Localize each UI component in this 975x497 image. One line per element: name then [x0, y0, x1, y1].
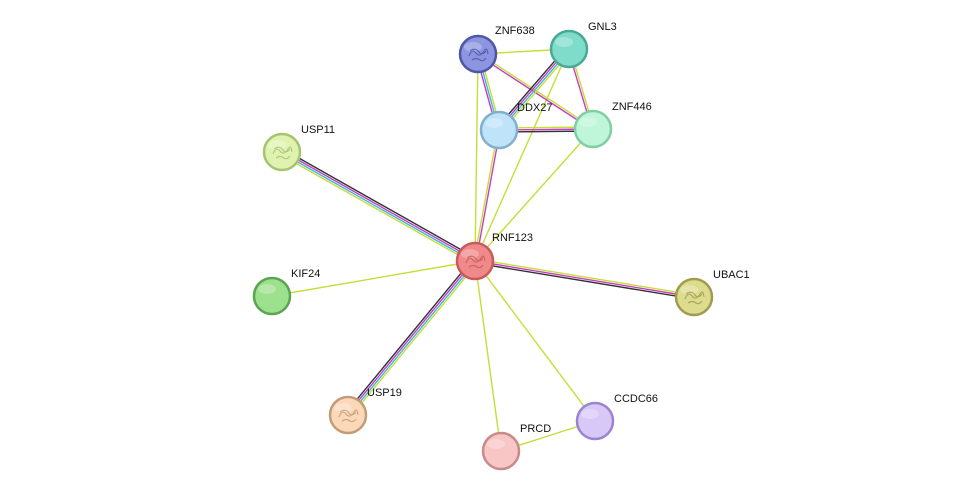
node-label: ZNF638 — [495, 25, 535, 37]
edge-evidence-line — [281, 152, 475, 263]
node-label: USP11 — [301, 124, 335, 136]
node-highlight — [555, 37, 573, 47]
edge-rnf123-prcd[interactable] — [474, 260, 502, 452]
node-highlight — [258, 284, 276, 294]
node-label: PRCD — [520, 423, 551, 435]
node-highlight — [334, 403, 352, 413]
node-usp19[interactable]: USP19 — [328, 387, 402, 435]
edge-rnf123-gnl3[interactable] — [474, 48, 570, 262]
node-ddx27[interactable]: DDX27 — [479, 102, 552, 150]
node-highlight — [680, 285, 698, 295]
edge-rnf123-ddx27[interactable] — [473, 129, 501, 262]
node-circle[interactable] — [262, 132, 302, 172]
protein-structure-icon — [465, 255, 486, 269]
node-label: RNF123 — [492, 232, 533, 244]
node-ccdc66[interactable]: CCDC66 — [575, 393, 658, 441]
node-label: USP19 — [367, 387, 402, 399]
edge-evidence-line — [473, 129, 499, 261]
edge-rnf123-ccdc66[interactable] — [474, 260, 596, 422]
edge-evidence-line — [283, 148, 477, 259]
node-label: GNL3 — [588, 21, 617, 33]
node-ubac1[interactable]: UBAC1 — [674, 269, 750, 317]
edge-evidence-line — [475, 130, 501, 262]
node-circle[interactable] — [575, 401, 615, 441]
edge-evidence-line — [282, 150, 476, 261]
protein-structure-icon — [468, 48, 489, 62]
node-prcd[interactable]: PRCD — [481, 423, 551, 471]
edge-rnf123-usp11[interactable] — [280, 148, 477, 265]
edge-evidence-line — [349, 262, 478, 418]
edge-evidence-line — [474, 48, 570, 262]
edge-evidence-line — [346, 259, 475, 415]
node-highlight — [461, 249, 479, 259]
node-highlight — [579, 117, 597, 127]
edge-evidence-line — [474, 262, 694, 300]
edge-evidence-line — [474, 260, 695, 298]
node-rnf123[interactable]: RNF123 — [455, 232, 533, 281]
node-circle[interactable] — [328, 395, 368, 435]
node-highlight — [485, 118, 503, 128]
edge-rnf123-ubac1[interactable] — [474, 258, 695, 300]
node-label: DDX27 — [517, 102, 552, 114]
node-circle[interactable] — [481, 431, 521, 471]
node-label: CCDC66 — [614, 393, 658, 405]
node-usp11[interactable]: USP11 — [262, 124, 335, 172]
edge-evidence-line — [474, 128, 594, 262]
edge-evidence-line — [475, 258, 695, 296]
protein-structure-icon — [684, 291, 705, 305]
node-circle[interactable] — [479, 110, 519, 150]
node-label: KIF24 — [291, 268, 320, 280]
node-circle[interactable] — [573, 109, 613, 149]
edge-evidence-line — [345, 258, 474, 414]
edge-evidence-line — [280, 154, 474, 265]
node-label: UBAC1 — [713, 269, 750, 281]
node-znf446[interactable]: ZNF446 — [573, 101, 652, 149]
node-highlight — [581, 409, 599, 419]
node-highlight — [464, 42, 482, 52]
node-circle[interactable] — [252, 276, 292, 316]
edge-rnf123-usp19[interactable] — [345, 258, 478, 418]
edge-evidence-line — [348, 261, 477, 417]
edge-rnf123-znf446[interactable] — [474, 128, 594, 262]
node-circle[interactable] — [674, 277, 714, 317]
edge-rnf123-znf638[interactable] — [474, 53, 479, 262]
protein-structure-icon — [338, 409, 359, 423]
edge-evidence-line — [474, 53, 479, 262]
edge-rnf123-kif24[interactable] — [271, 260, 476, 297]
edge-evidence-line — [271, 260, 476, 297]
node-znf638[interactable]: ZNF638 — [458, 25, 535, 74]
node-highlight — [268, 140, 286, 150]
node-highlight — [487, 439, 505, 449]
protein-structure-icon — [272, 146, 293, 160]
node-circle[interactable] — [549, 29, 589, 69]
node-gnl3[interactable]: GNL3 — [549, 21, 617, 69]
node-kif24[interactable]: KIF24 — [252, 268, 320, 316]
node-label: ZNF446 — [612, 101, 652, 113]
edge-evidence-line — [474, 260, 596, 422]
node-circle[interactable] — [458, 34, 498, 74]
edge-evidence-line — [474, 260, 502, 452]
node-circle[interactable] — [455, 241, 495, 281]
